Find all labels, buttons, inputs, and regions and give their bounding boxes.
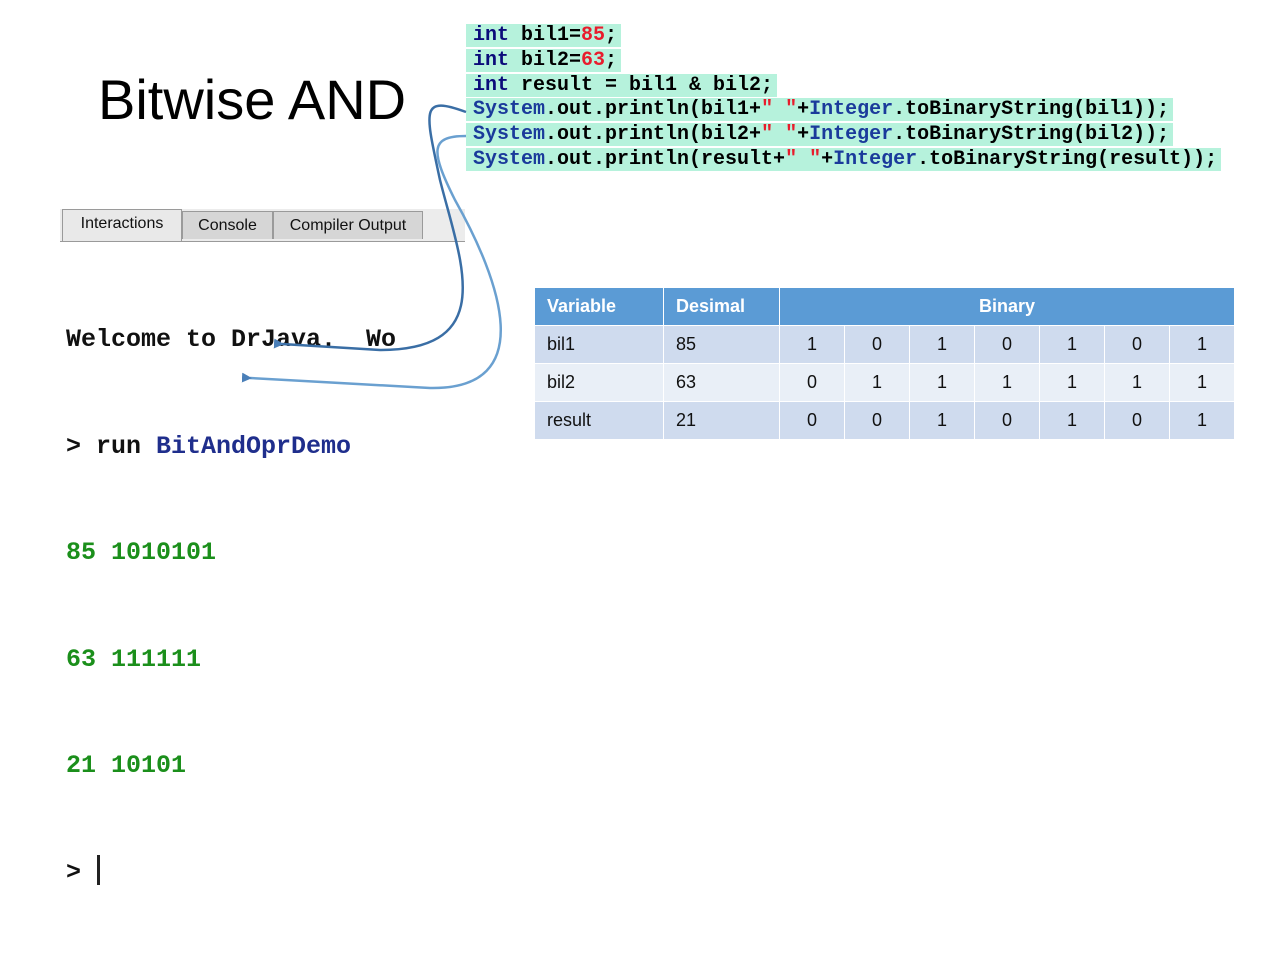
arrow-bil1 bbox=[273, 104, 467, 352]
cell-bit: 1 bbox=[1169, 401, 1235, 440]
cell-bit: 1 bbox=[1039, 363, 1105, 402]
prompt-line[interactable]: > bbox=[66, 854, 465, 891]
code-line-3: int result = bil1 & bil2; bbox=[466, 73, 1221, 99]
cell-variable: bil2 bbox=[534, 363, 664, 402]
cell-bit: 1 bbox=[1104, 363, 1170, 402]
slide-title: Bitwise AND bbox=[98, 68, 407, 131]
code-block: int bil1=85; int bil2=63; int result = b… bbox=[466, 24, 1222, 173]
cell-bit: 0 bbox=[974, 401, 1040, 440]
cell-bit: 1 bbox=[1169, 363, 1235, 402]
output-line-3: 21 10101 bbox=[66, 751, 187, 780]
run-line: > run BitAndOprDemo bbox=[66, 431, 352, 461]
code-line-6: System.out.println(result+" "+Integer.to… bbox=[466, 147, 1222, 173]
cell-bit: 0 bbox=[779, 401, 845, 440]
arrow-bil2 bbox=[241, 134, 502, 390]
drjava-panel: Interactions Console Compiler Output Wel… bbox=[60, 209, 465, 887]
cell-bit: 0 bbox=[974, 325, 1040, 364]
table-row: result 21 0 0 1 0 1 0 1 bbox=[534, 401, 1235, 440]
tab-console[interactable]: Console bbox=[182, 211, 273, 239]
cell-bit: 0 bbox=[1104, 401, 1170, 440]
code-line-4: System.out.println(bil1+" "+Integer.toBi… bbox=[466, 98, 1221, 123]
output-line-2: 63 111111 bbox=[66, 644, 202, 674]
connector-arrows bbox=[241, 104, 502, 390]
cell-bit: 1 bbox=[909, 401, 975, 440]
cell-bit: 1 bbox=[909, 325, 975, 364]
tab-interactions[interactable]: Interactions bbox=[62, 209, 182, 241]
cell-decimal: 21 bbox=[663, 401, 780, 440]
table-row: bil1 85 1 0 1 0 1 0 1 bbox=[534, 325, 1235, 364]
cell-bit: 1 bbox=[1039, 401, 1105, 440]
cell-variable: bil1 bbox=[534, 325, 664, 364]
table-header-row: Variable Desimal Binary bbox=[534, 287, 1235, 326]
cell-bit: 1 bbox=[844, 363, 910, 402]
code-line-1: int bil1=85; bbox=[466, 24, 1221, 49]
cell-bit: 0 bbox=[1104, 325, 1170, 364]
code-line-5: System.out.println(bil2+" "+Integer.toBi… bbox=[466, 123, 1221, 148]
output-line-1: 85 1010101 bbox=[66, 538, 217, 567]
cell-bit: 0 bbox=[844, 401, 910, 440]
tab-compiler-output[interactable]: Compiler Output bbox=[273, 211, 423, 239]
cell-bit: 1 bbox=[1169, 325, 1235, 364]
header-binary: Binary bbox=[779, 287, 1235, 326]
text-cursor bbox=[97, 854, 101, 885]
binary-table: Variable Desimal Binary bil1 85 1 0 1 0 … bbox=[534, 287, 1235, 440]
cell-bit: 1 bbox=[779, 325, 845, 364]
tab-bar: Interactions Console Compiler Output bbox=[60, 209, 465, 242]
cell-bit: 0 bbox=[779, 363, 845, 402]
code-line-2: int bil2=63; bbox=[466, 48, 1221, 74]
cell-variable: result bbox=[534, 401, 664, 440]
